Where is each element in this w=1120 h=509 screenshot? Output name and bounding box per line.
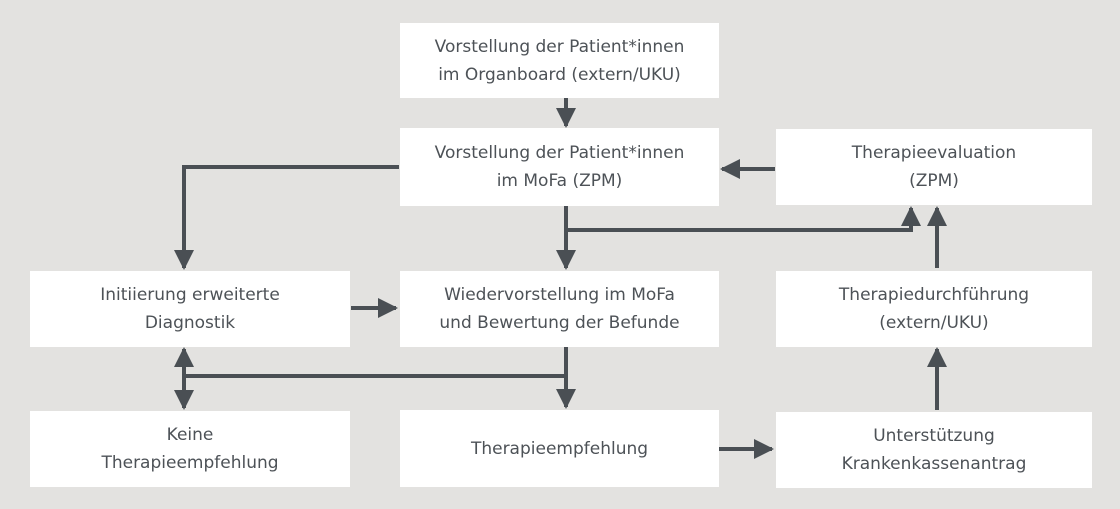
box-mofa-presentation: Vorstellung der Patient*innen im MoFa (Z…	[400, 128, 719, 206]
box-text-line: Therapieevaluation	[851, 143, 1017, 163]
box-text-line: Wiedervorstellung im MoFa	[444, 285, 675, 305]
box-text-line: im Organboard (extern/UKU)	[438, 64, 681, 85]
box-text-line: Therapiedurchführung	[838, 285, 1030, 305]
box-therapy-execution: Therapiedurchführung (extern/UKU)	[776, 271, 1092, 347]
box-text-line: Diagnostik	[144, 313, 236, 333]
box-text-line: Therapieempfehlung	[470, 438, 649, 459]
box-text-line: im MoFa (ZPM)	[496, 171, 623, 191]
box-no-therapy-recommendation: Keine Therapieempfehlung	[30, 411, 350, 487]
box-text-line: Vorstellung der Patient*innen	[434, 143, 685, 163]
arrow-mofa-to-diagnostik	[174, 165, 399, 270]
box-organboard-presentation: Vorstellung der Patient*innen im Organbo…	[400, 23, 719, 98]
box-text-line: und Bewertung der Befunde	[439, 313, 680, 333]
box-represent-and-assess: Wiedervorstellung im MoFa und Bewertung …	[400, 271, 719, 347]
box-text-line: Keine	[166, 425, 214, 445]
box-insurance-application-support: Unterstützung Krankenkassenantrag	[776, 412, 1092, 488]
box-text-line: (extern/UKU)	[879, 313, 989, 333]
box-text-line: Therapieempfehlung	[101, 453, 279, 473]
box-text-line: (ZPM)	[909, 171, 959, 191]
box-text-line: Krankenkassenantrag	[841, 454, 1027, 474]
box-text-line: Unterstützung	[873, 426, 995, 446]
box-extended-diagnostics: Initiierung erweiterte Diagnostik	[30, 271, 350, 347]
box-text-line: Initiierung erweiterte	[100, 285, 280, 305]
arrow-mofa-to-evaluation	[564, 206, 921, 232]
box-therapy-recommendation: Therapieempfehlung	[400, 410, 719, 487]
box-therapy-evaluation: Therapieevaluation (ZPM)	[776, 129, 1092, 205]
box-text-line: Vorstellung der Patient*innen	[434, 36, 685, 57]
